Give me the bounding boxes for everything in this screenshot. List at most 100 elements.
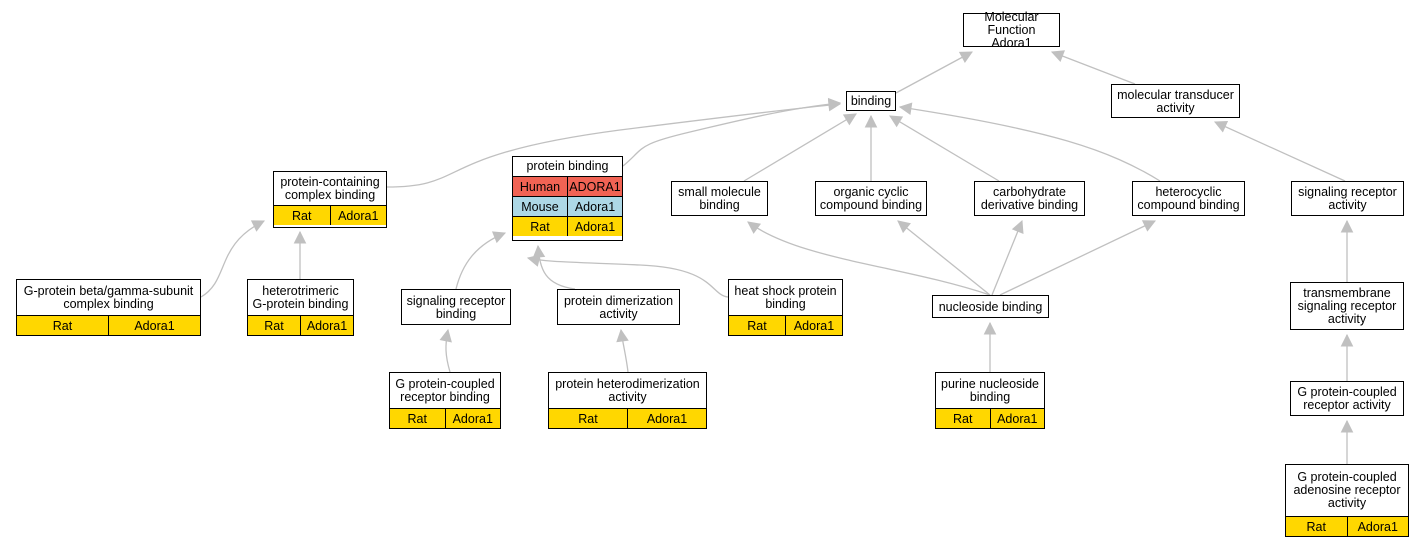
arrowhead-gpcrb-to-srb bbox=[439, 328, 452, 343]
go-term-node[interactable]: G protein-coupled receptor activity bbox=[1290, 381, 1404, 416]
ortholog-row: Mouse Adora1 bbox=[513, 196, 622, 216]
go-term-label: binding bbox=[850, 94, 892, 108]
gene-cell: Adora1 bbox=[567, 197, 622, 216]
go-term-label: heat shock protein binding bbox=[734, 283, 837, 311]
edge-binding-to-mf bbox=[895, 51, 973, 94]
ortholog-row: Rat Adora1 bbox=[17, 315, 200, 335]
edge-pb-to-binding bbox=[622, 102, 841, 167]
go-term-node[interactable]: small molecule binding bbox=[671, 181, 768, 216]
edge-mta-to-mf bbox=[1051, 51, 1136, 85]
species-cell: Rat bbox=[407, 411, 427, 426]
go-term-label: nucleoside binding bbox=[938, 299, 1043, 314]
ortholog-row: Rat Adora1 bbox=[513, 216, 622, 236]
arrowhead-tsra-to-sra bbox=[1340, 219, 1354, 233]
arrowhead-cdb-to-binding bbox=[889, 115, 904, 128]
go-term-node[interactable]: binding bbox=[846, 91, 896, 111]
go-term-node[interactable]: G-protein beta/gamma-subunit complex bin… bbox=[16, 279, 201, 336]
arrowhead-hcb-to-binding bbox=[898, 102, 913, 115]
ortholog-row: Rat Adora1 bbox=[248, 315, 353, 335]
species-cell: Rat bbox=[530, 219, 550, 234]
ortholog-row: Rat Adora1 bbox=[1286, 516, 1408, 536]
ortholog-row: Human ADORA1 bbox=[513, 176, 622, 196]
go-term-node[interactable]: carbohydrate derivative binding bbox=[974, 181, 1085, 216]
edge-nb-to-smb bbox=[747, 221, 991, 296]
ortholog-row: Rat Adora1 bbox=[936, 408, 1044, 428]
go-term-label: protein dimerization activity bbox=[563, 293, 674, 321]
gene-cell: Adora1 bbox=[108, 316, 200, 335]
go-term-label: heterotrimeric G-protein binding bbox=[252, 283, 349, 311]
go-term-label: heterocyclic compound binding bbox=[1137, 185, 1240, 212]
arrowhead-binding-to-mf bbox=[958, 51, 973, 64]
edge-smb-to-binding bbox=[743, 113, 857, 182]
arrowhead-htg-to-pcb bbox=[293, 230, 307, 244]
arrowhead-phda-to-pda bbox=[616, 328, 629, 343]
go-term-label: signaling receptor binding bbox=[406, 293, 506, 321]
go-term-node[interactable]: signaling receptor binding bbox=[401, 289, 511, 325]
go-term-label: molecular transducer activity bbox=[1117, 87, 1234, 115]
go-term-node[interactable]: protein dimerization activity bbox=[557, 289, 680, 325]
go-term-label: small molecule binding bbox=[678, 185, 761, 212]
arrowhead-srb-to-pb bbox=[491, 231, 507, 244]
gene-cell: Adora1 bbox=[627, 409, 706, 428]
species-cell: Rat bbox=[953, 411, 973, 426]
go-term-label: signaling receptor activity bbox=[1298, 185, 1397, 212]
go-term-label: organic cyclic compound binding bbox=[819, 185, 923, 212]
gene-cell: Adora1 bbox=[567, 217, 622, 236]
edge-nb-to-cdb bbox=[991, 220, 1023, 296]
arrowhead-occb-to-binding bbox=[864, 114, 878, 128]
arrowhead-hspb-to-pb bbox=[526, 254, 541, 267]
go-term-node[interactable]: heterocyclic compound binding bbox=[1132, 181, 1245, 216]
edge-pcb-to-binding bbox=[386, 103, 841, 188]
species-cell: Mouse bbox=[521, 199, 559, 214]
go-term-label: G protein-coupled receptor activity bbox=[1297, 385, 1397, 412]
species-cell: Rat bbox=[747, 318, 767, 333]
species-cell: Rat bbox=[578, 411, 598, 426]
go-term-label: G-protein beta/gamma-subunit complex bin… bbox=[23, 283, 194, 311]
go-term-label: purine nucleoside binding bbox=[941, 376, 1039, 404]
go-term-label: protein heterodimerization activity bbox=[555, 376, 700, 404]
species-cell: Rat bbox=[1306, 519, 1326, 534]
arrowhead-nb-to-smb bbox=[747, 221, 762, 234]
gene-cell: ADORA1 bbox=[567, 177, 622, 196]
go-term-label: Molecular Function Adora1 bbox=[984, 10, 1039, 50]
arrowhead-nb-to-occb bbox=[897, 220, 911, 234]
species-cell: Rat bbox=[52, 318, 73, 333]
go-term-label: carbohydrate derivative binding bbox=[980, 185, 1079, 212]
arrowhead-gpbg-to-pcb bbox=[250, 220, 266, 232]
edge-pda-to-pb bbox=[537, 245, 576, 290]
arrowhead-gpcra-to-tsra bbox=[1340, 333, 1354, 347]
edge-hcb-to-binding bbox=[899, 106, 1161, 182]
go-term-node[interactable]: Molecular Function Adora1 bbox=[963, 10, 1060, 50]
go-term-label: G protein-coupled receptor binding bbox=[395, 376, 495, 404]
species-cell: Rat bbox=[264, 318, 284, 333]
go-term-node[interactable]: transmembrane signaling receptor activit… bbox=[1290, 282, 1404, 330]
edge-nb-to-hcb bbox=[999, 220, 1156, 296]
go-term-node[interactable]: nucleoside binding bbox=[932, 295, 1049, 318]
gene-cell: Adora1 bbox=[1346, 517, 1409, 536]
gene-cell: Adora1 bbox=[989, 409, 1045, 428]
go-term-label: transmembrane signaling receptor activit… bbox=[1297, 286, 1397, 326]
arrowhead-gpcara-to-gpcra bbox=[1340, 419, 1354, 433]
edge-cdb-to-binding bbox=[889, 115, 1000, 182]
go-term-node[interactable]: signaling receptor activity bbox=[1291, 181, 1404, 216]
arrowhead-mta-to-mf bbox=[1050, 50, 1065, 63]
go-term-node[interactable]: molecular transducer activity bbox=[1111, 84, 1240, 118]
go-term-label: G protein-coupled adenosine receptor act… bbox=[1293, 470, 1401, 510]
go-term-node[interactable]: G protein-coupled adenosine receptor act… bbox=[1285, 464, 1409, 537]
gene-cell: Adora1 bbox=[329, 206, 387, 225]
gene-cell: Adora1 bbox=[300, 316, 353, 335]
arrowhead-pnb-to-nb bbox=[983, 321, 997, 335]
go-term-node[interactable]: organic cyclic compound binding bbox=[815, 181, 927, 216]
species-cell: Human bbox=[519, 179, 561, 194]
